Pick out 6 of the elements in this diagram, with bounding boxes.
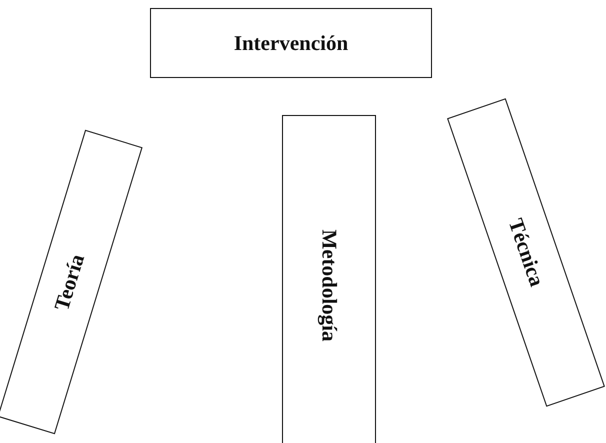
text-box — [150, 8, 432, 78]
box-label: Técnica — [502, 215, 550, 290]
box-label: Intervención — [234, 30, 348, 56]
text-box — [282, 115, 376, 443]
box-label: Metodología — [316, 229, 342, 341]
box-label: Teoría — [50, 250, 90, 314]
